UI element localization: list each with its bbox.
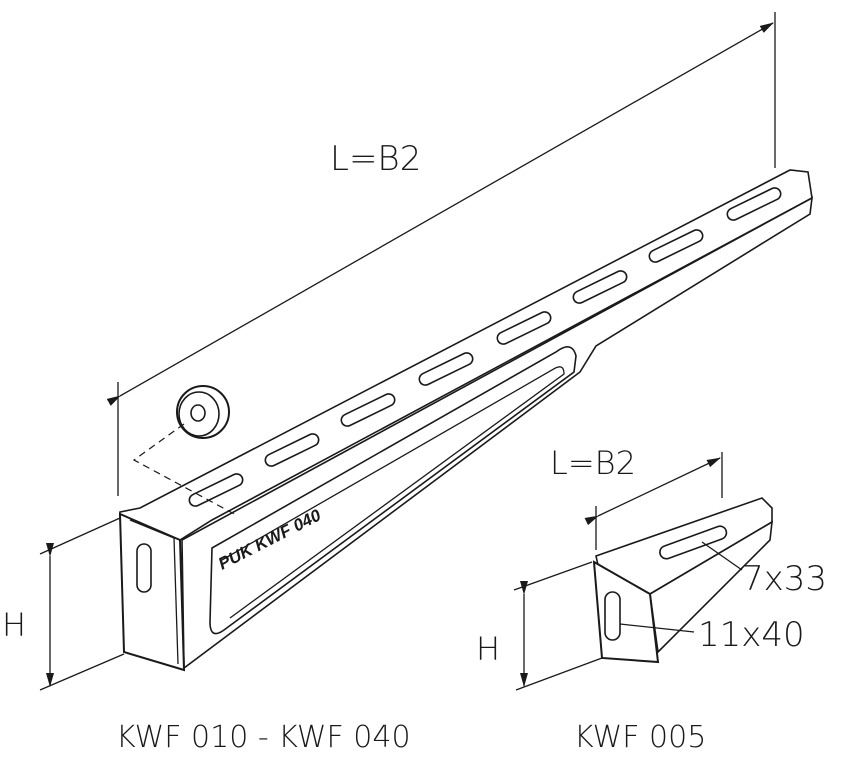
large-bracket-end-plate — [118, 512, 186, 672]
large-height-label: H — [2, 606, 26, 644]
large-length-label: L=B2 — [330, 139, 421, 179]
small-height-label: H — [476, 630, 500, 668]
flange-slot — [264, 433, 320, 467]
large-bracket-end-slot — [136, 543, 152, 593]
large-bracket-caption: KWF 010 - KWF 040 — [116, 720, 411, 755]
slot-top-size-label: 7x33 — [742, 559, 827, 599]
washer — [176, 385, 230, 439]
large-bracket-web — [181, 196, 813, 670]
small-end-slot — [604, 591, 621, 641]
slot-side-size-label: 11x40 — [698, 615, 805, 655]
small-height-dimension: H — [476, 561, 603, 691]
small-bracket-caption: KWF 005 — [574, 720, 706, 755]
small-length-label: L=B2 — [550, 444, 636, 482]
small-length-dimension: L=B2 — [550, 444, 723, 550]
small-top-slot — [659, 525, 728, 560]
flange-slot — [188, 473, 244, 507]
small-bracket — [592, 497, 773, 664]
large-length-dimension: L=B2 — [106, 12, 776, 496]
large-height-dimension: H — [2, 517, 125, 691]
